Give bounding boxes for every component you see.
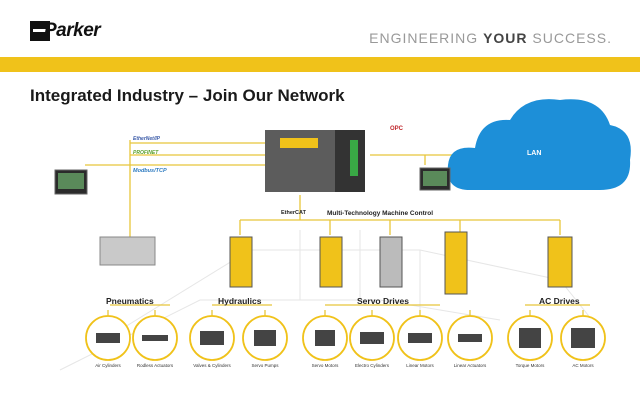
lan-cloud xyxy=(447,99,631,190)
category-hydraulics: Hydraulics xyxy=(218,296,262,306)
parker-logo-mark xyxy=(30,21,50,41)
drives xyxy=(229,231,573,295)
device-label: Servo Motors xyxy=(311,363,339,368)
network-lines xyxy=(85,140,590,318)
category-servo-drives: Servo Drives xyxy=(357,296,409,306)
device-label: Linear Motors xyxy=(406,363,434,368)
device-label: Valves & Cylinders xyxy=(193,363,231,368)
category-ac-drives: AC Drives xyxy=(539,296,580,306)
device-label: Rodless Actuators xyxy=(136,363,174,368)
machine-controller xyxy=(265,130,365,192)
control-label: Multi-Technology Machine Control xyxy=(327,210,434,217)
device-label: Linear Actuators xyxy=(453,363,487,368)
device-label: Air Cylinders xyxy=(95,363,121,368)
parker-logo xyxy=(30,15,104,47)
device-label: Servo Pumps xyxy=(251,363,279,368)
yellow-band xyxy=(0,57,640,72)
device-label: Torque Motors xyxy=(515,363,545,368)
tagline: ENGINEERING YOUR SUCCESS. xyxy=(369,30,612,46)
io-module xyxy=(99,236,156,266)
device-label: AC Motors xyxy=(572,363,594,368)
page-title: Integrated Industry – Join Our Network xyxy=(30,86,345,105)
protocol-modbus: Modbus/TCP xyxy=(133,168,167,174)
ethercat-label: EtherCAT xyxy=(281,210,306,216)
lan-label: LAN xyxy=(527,150,542,157)
category-pneumatics: Pneumatics xyxy=(106,296,154,306)
protocol-profinet: PROFINET xyxy=(133,150,159,156)
device-label: Electro Cylinders xyxy=(354,363,389,368)
protocol-ethernetip: EtherNet/IP xyxy=(133,136,160,142)
device-icons xyxy=(96,328,595,348)
opc-label: OPC xyxy=(390,126,404,132)
logo-text: Parker xyxy=(44,20,101,41)
